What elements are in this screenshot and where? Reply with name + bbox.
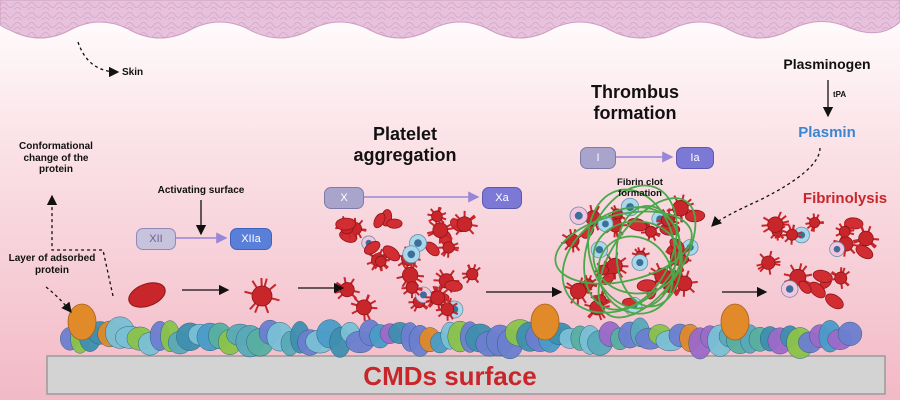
activated-platelet xyxy=(435,297,459,321)
factor-xii: XII xyxy=(136,228,176,250)
fibrin-clot-label: Fibrin clot formation xyxy=(617,177,663,199)
fibrinolysis-label: Fibrinolysis xyxy=(802,190,888,207)
skin-arrow xyxy=(77,41,120,78)
activated-platelet xyxy=(852,225,880,249)
red-blood-cell xyxy=(382,245,401,262)
factor-i: I xyxy=(580,147,616,169)
activated-platelet xyxy=(426,216,454,244)
white-blood-cell xyxy=(402,245,421,264)
red-blood-cell xyxy=(636,279,657,292)
red-blood-cell xyxy=(808,281,826,299)
skin-label: Skin xyxy=(122,67,144,78)
cmds-surface-label: CMDs surface xyxy=(363,361,537,391)
red-blood-cell xyxy=(798,280,812,294)
activated-platelet xyxy=(350,294,378,321)
factor-xa: Xa xyxy=(482,187,522,209)
red-blood-cell xyxy=(373,212,386,229)
skin-layer xyxy=(0,0,900,39)
white-blood-cell xyxy=(780,280,799,298)
activated-platelet xyxy=(401,277,423,299)
activated-platelet xyxy=(461,264,481,284)
plasmin-label: Plasmin xyxy=(798,124,856,141)
red-blood-cell xyxy=(363,240,381,255)
conformational-arrow xyxy=(46,194,114,297)
red-blood-cell xyxy=(825,293,844,310)
cmds-surface-plate xyxy=(46,355,886,395)
conformational-change-label: Conformational change of the protein xyxy=(19,141,93,175)
orange-protein xyxy=(530,303,560,341)
orange-protein xyxy=(720,303,750,341)
white-blood-cell xyxy=(829,241,845,257)
orange-protein xyxy=(67,303,97,341)
thrombus-formation-label: Thrombus formation xyxy=(591,82,679,123)
red-blood-cell xyxy=(128,282,166,308)
fibrin-mesh xyxy=(554,184,697,319)
activated-platelet xyxy=(756,250,781,275)
protein-blob xyxy=(837,321,863,346)
white-blood-cell xyxy=(631,254,649,271)
tpa-label: tPA xyxy=(833,90,847,99)
factor-ia: Ia xyxy=(676,147,714,169)
activated-platelet xyxy=(438,237,460,258)
activated-platelet xyxy=(805,213,824,232)
activated-platelet xyxy=(761,211,790,239)
layer-arrow xyxy=(45,286,72,314)
red-blood-cell xyxy=(386,218,403,229)
factor-x: X xyxy=(324,187,364,209)
activating-surface-label: Activating surface xyxy=(157,185,245,196)
factor-xiia: XIIa xyxy=(230,228,272,250)
activated-platelet xyxy=(782,224,803,245)
activated-platelet xyxy=(833,231,859,257)
activated-platelet xyxy=(829,267,851,290)
white-blood-cell xyxy=(569,206,588,225)
activated-platelet xyxy=(427,206,447,226)
cell-clusters xyxy=(244,184,880,321)
layer-adsorbed-label: Layer of adsorbed protein xyxy=(8,253,96,276)
red-blood-cell xyxy=(444,280,463,292)
adsorbed-protein-layer xyxy=(60,303,863,360)
activated-platelet xyxy=(244,277,280,314)
activated-platelet xyxy=(425,285,451,311)
activated-platelet xyxy=(371,251,390,272)
plasmin-arrow xyxy=(711,147,821,227)
activated-platelet xyxy=(584,294,610,321)
activated-platelet xyxy=(564,277,593,306)
platelet-aggregation-label: Platelet aggregation xyxy=(353,124,457,165)
red-blood-cell xyxy=(335,217,356,231)
activated-platelet xyxy=(451,210,478,236)
plasminogen-label: Plasminogen xyxy=(783,56,871,72)
